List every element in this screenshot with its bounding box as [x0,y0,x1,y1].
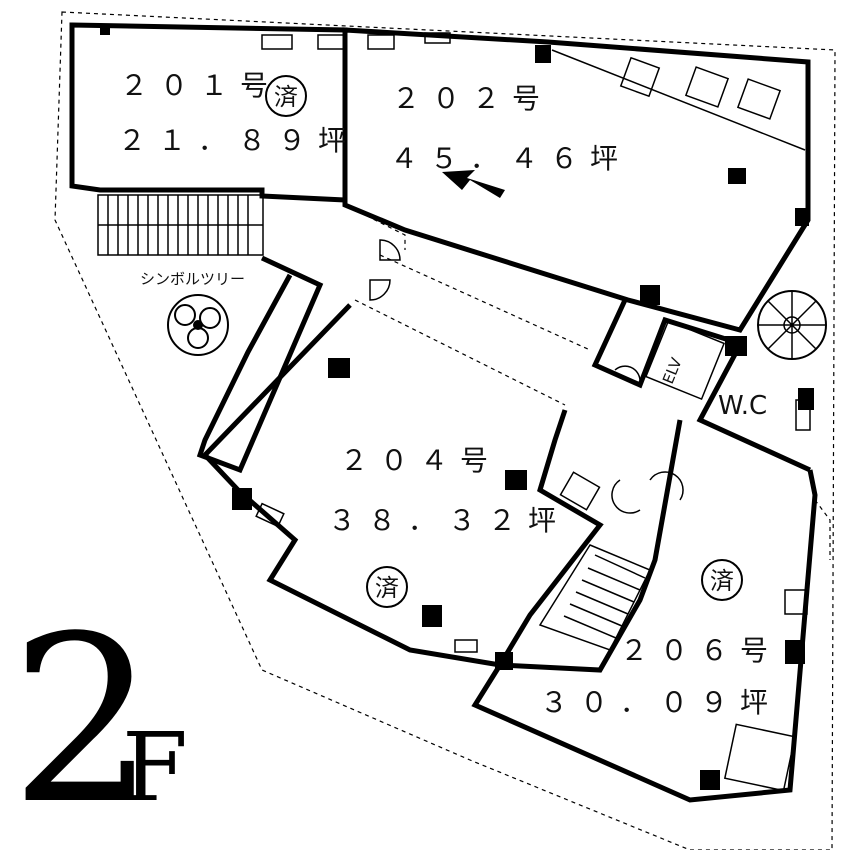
balcony-line [551,49,806,151]
corridor-dash [354,299,566,406]
room-204-walls [201,303,604,668]
room-202-area: ４５．４６坪 [390,142,630,175]
unit [559,471,601,511]
pillar [535,45,551,63]
room-201-number: ２０１号 [120,69,280,102]
pillar [700,770,720,790]
room-204-area: ３８．３２坪 [328,504,568,537]
toilet [795,399,811,431]
balcony-unit [619,56,661,98]
room-201[interactable] [69,22,348,203]
pillar [505,470,527,490]
room-202[interactable] [342,27,811,333]
arrow-icon [442,170,505,198]
corridor-dash [344,204,406,250]
pillar [785,640,805,664]
pillar [725,336,747,356]
room-202-number: ２０２号 [392,82,552,115]
room-201-walls [69,22,348,203]
window [261,34,293,50]
site-boundary [54,11,836,850]
symbol-tree-label: シンボルツリー [140,270,245,288]
unit [784,589,808,615]
pillar [640,285,660,305]
pillar [232,488,252,510]
window [367,34,395,50]
corridor-walls [196,255,324,474]
floor-number: 2 [10,588,156,850]
door-icons [369,239,684,514]
balcony-unit [684,66,730,108]
restroom-label: W.C [718,391,767,421]
core [591,285,827,473]
pillar [728,168,746,184]
room-201-area: ２１．８９坪 [118,124,358,157]
room-204-number: ２０４号 [340,444,500,477]
room-206[interactable] [471,419,831,803]
pillar [795,208,809,226]
floor-suffix: F [122,713,188,823]
symbol-tree [167,294,229,356]
corridor-dash [379,254,591,351]
balcony-unit [723,723,796,792]
pillar [798,388,814,410]
room-202-walls [342,27,811,333]
svg-text:済: 済 [375,574,399,602]
stairs-top [97,194,264,256]
room-206-number: ２０６号 [620,634,780,667]
room-204[interactable] [201,303,604,670]
elevator-label: ELV [659,355,686,387]
elevator-box [644,319,726,401]
pillar [328,358,350,378]
window [454,639,478,653]
window [255,502,285,528]
room-201-stamp: 済 [265,75,307,117]
room-206-area: ３０．０９坪 [540,686,780,719]
window [317,34,347,50]
pillar [422,605,442,627]
balcony-unit [736,78,782,120]
window [424,32,451,44]
svg-text:済: 済 [274,83,298,111]
svg-text:済: 済 [710,567,734,595]
room-206-stamp: 済 [701,559,743,601]
boundary-dash [814,499,831,560]
room-204-stamp: 済 [366,566,408,608]
pillar [100,25,110,35]
